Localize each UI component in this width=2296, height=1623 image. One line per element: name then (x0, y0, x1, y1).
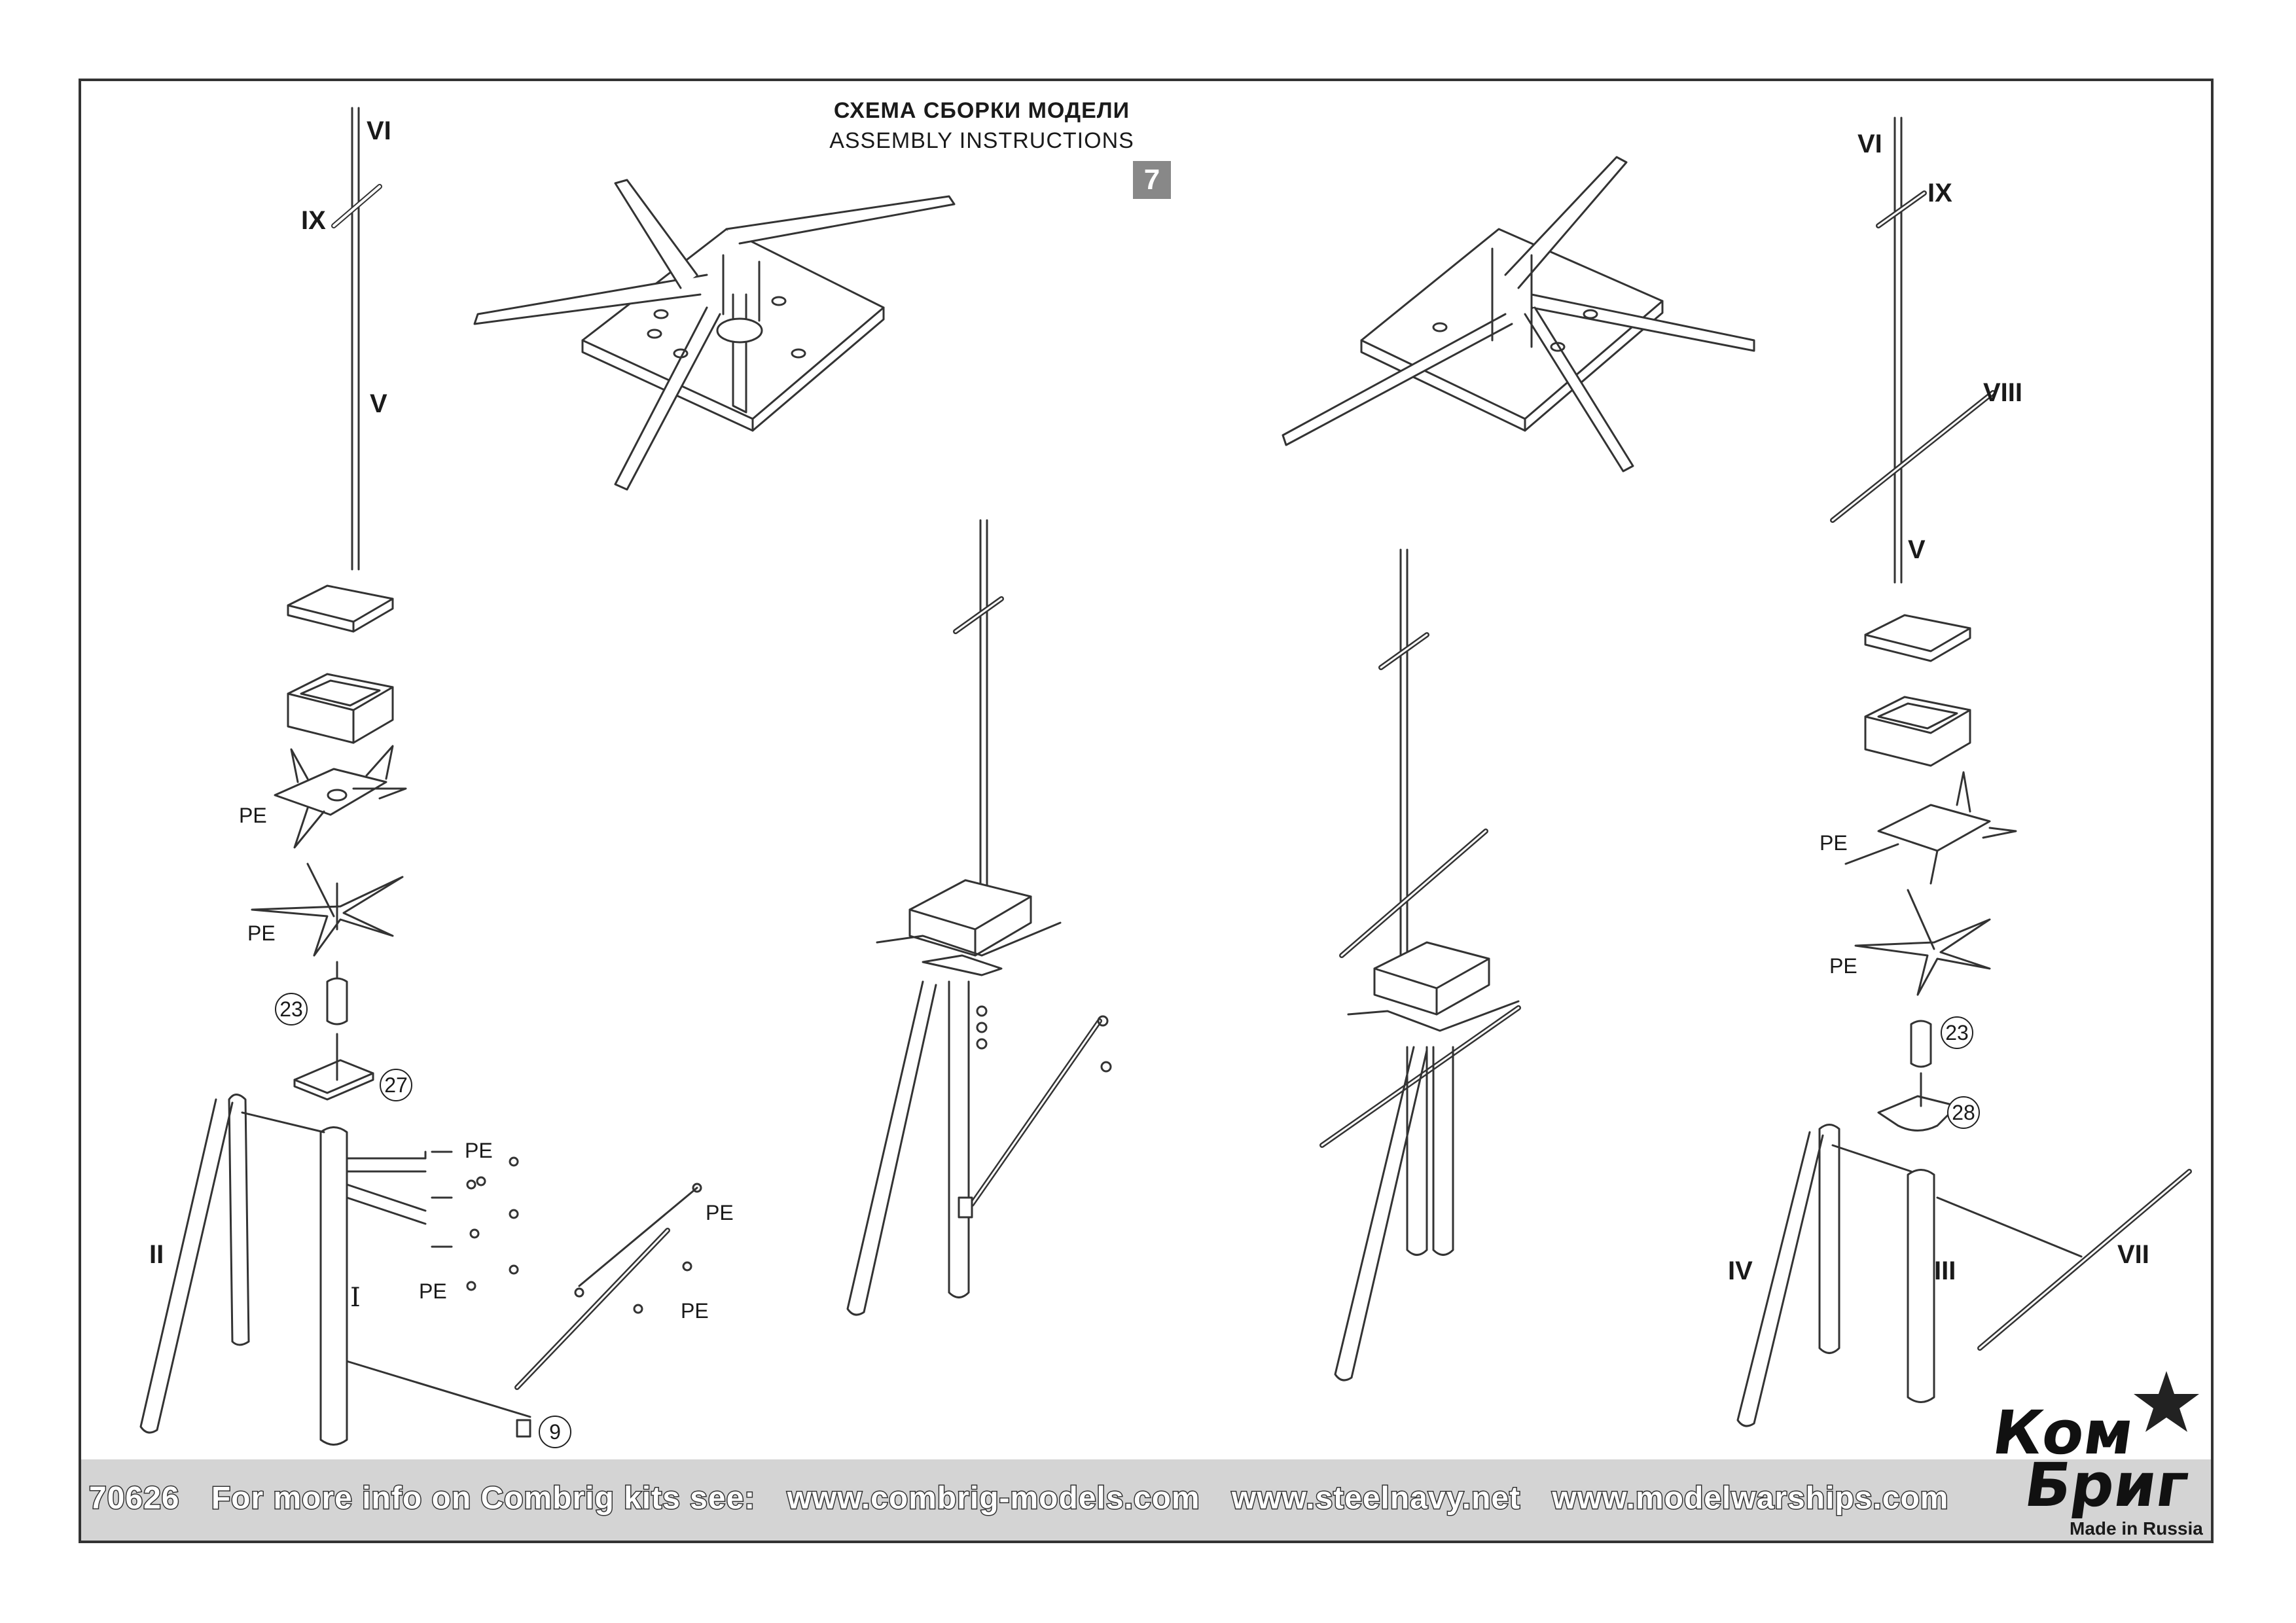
label-v-right: V (1908, 535, 1926, 564)
footer-text: 70626 For more info on Combrig kits see:… (88, 1480, 1971, 1517)
footer-bar (81, 1459, 2211, 1541)
callout-28: 28 (1947, 1096, 1980, 1129)
label-pe-bits-2: PE (419, 1279, 447, 1303)
label-vii: VII (2117, 1240, 2149, 1269)
footer-link-modelwarships[interactable]: www.modelwarships.com (1551, 1480, 1949, 1517)
label-iv: IV (1728, 1257, 1753, 1285)
logo-line-2: Бриг (2020, 1450, 2193, 1520)
label-iii: III (1934, 1257, 1956, 1285)
logo-wordmark: Ком Бриг (1982, 1398, 2199, 1520)
label-vi-left: VI (367, 116, 391, 145)
label-pe-star-1: PE (239, 804, 267, 827)
label-v-left: V (370, 389, 387, 418)
label-pe-bits-1: PE (465, 1139, 493, 1162)
assembled-mast-2 (1319, 548, 1521, 1382)
callout-27: 27 (380, 1069, 412, 1101)
right-exploded-assembly (1736, 116, 2192, 1427)
drawing-frame (79, 79, 2214, 1543)
label-i: I (350, 1283, 361, 1313)
kit-number: 70626 (88, 1480, 180, 1517)
combrig-logo: Ком Бриг Made in Russia (1988, 1371, 2212, 1539)
label-pe-strut-2: PE (681, 1299, 709, 1323)
title-english: ASSEMBLY INSTRUCTIONS (829, 128, 1134, 153)
label-ii: II (149, 1240, 164, 1269)
title-russian: СХЕМА СБОРКИ МОДЕЛИ (833, 98, 1130, 123)
callout-23-left: 23 (275, 993, 308, 1026)
label-pe-star-4: PE (1829, 954, 1857, 978)
label-ix-left: IX (301, 206, 326, 235)
callout-23-right: 23 (1941, 1016, 1973, 1049)
made-in-russia: Made in Russia (2070, 1518, 2203, 1539)
label-pe-strut-1: PE (706, 1201, 734, 1224)
step-number-badge: 7 (1133, 161, 1171, 199)
footer-link-steelnavy[interactable]: www.steelnavy.net (1230, 1480, 1521, 1517)
label-ix-right: IX (1928, 179, 1952, 207)
star-emblem-icon (2134, 1371, 2199, 1432)
footer-info: For more info on Combrig kits see: (210, 1480, 756, 1517)
star-platform-detail-left (473, 179, 956, 491)
footer-link-combrig[interactable]: www.combrig-models.com (786, 1480, 1200, 1517)
label-vi-right: VI (1857, 130, 1882, 158)
callout-9: 9 (539, 1416, 571, 1448)
label-pe-star-3: PE (1820, 831, 1848, 855)
label-pe-star-2: PE (247, 921, 276, 945)
star-platform-detail-right (1282, 156, 1755, 473)
left-exploded-assembly (139, 107, 702, 1446)
label-viii: VIII (1983, 378, 2023, 407)
assembled-mast-1 (846, 519, 1112, 1316)
